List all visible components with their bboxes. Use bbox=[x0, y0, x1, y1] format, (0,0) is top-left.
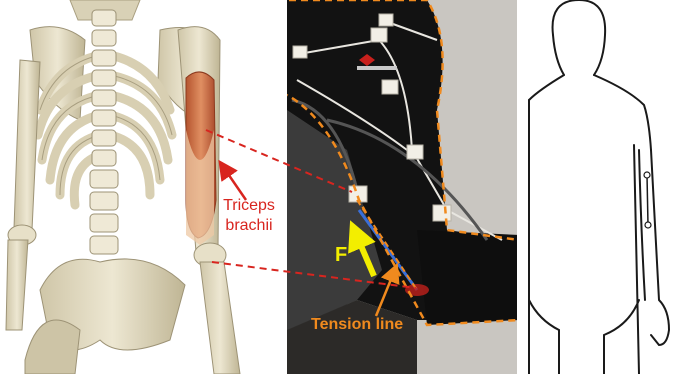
force-label: F bbox=[335, 244, 347, 267]
triceps-brachii-label: Triceps brachii bbox=[214, 196, 284, 236]
muscle-label-line-2: brachii bbox=[214, 216, 284, 236]
body-sketch-panel bbox=[519, 0, 679, 374]
body-outline-icon bbox=[519, 0, 679, 374]
anatomy-panel bbox=[0, 0, 285, 374]
tension-line-label: Tension line bbox=[311, 316, 403, 334]
muscle-label-line-1: Triceps bbox=[214, 196, 284, 216]
skeleton-illustration-icon bbox=[0, 0, 285, 374]
